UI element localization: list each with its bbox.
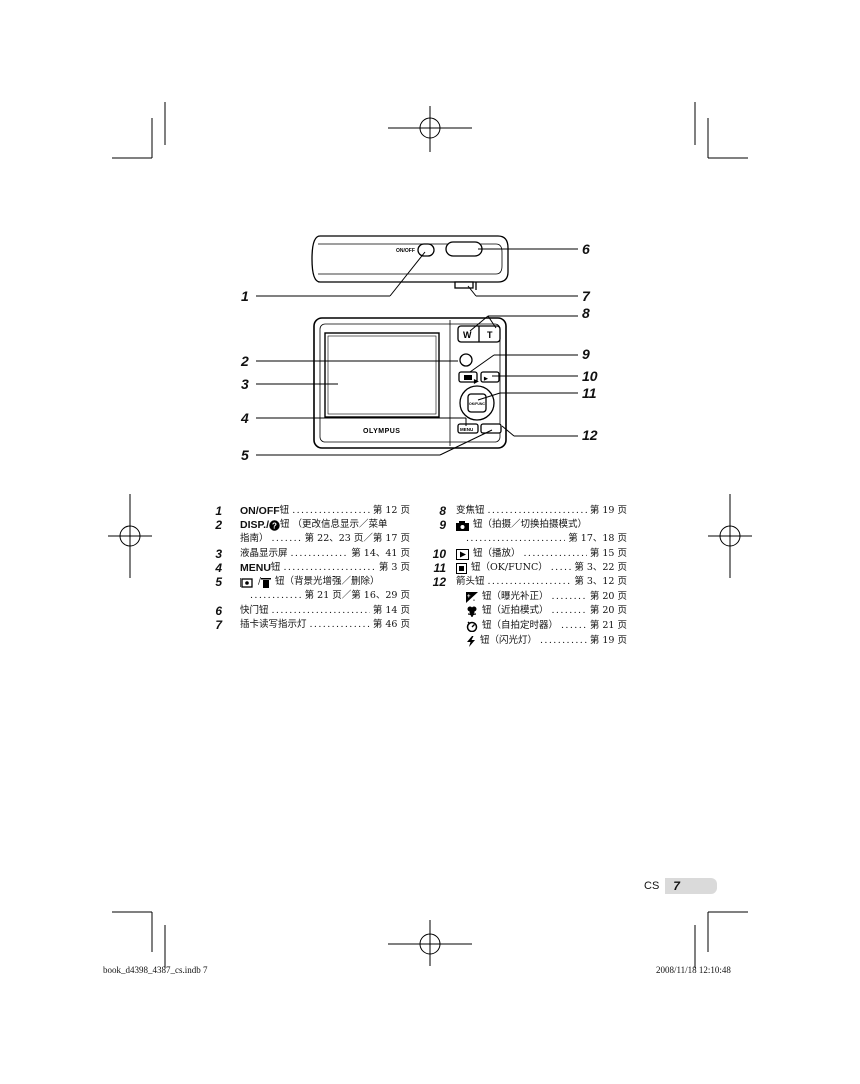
brand-logo: OLYMPUS: [363, 428, 400, 435]
list-subitem: +- 钮（曝光补正）第 20 页: [466, 590, 627, 604]
lcd-screen: [324, 332, 440, 418]
camera-label-ok: OK/FUNC: [469, 402, 485, 406]
item-number: 8: [439, 504, 446, 518]
flash-icon: [467, 635, 475, 647]
language-code: CS: [644, 880, 660, 892]
ok-func-icon: [456, 562, 467, 574]
item-number: 4: [215, 561, 222, 575]
list-item: 箭头钮第 3、12 页: [456, 575, 627, 589]
list-item: 钮（OK/FUNC）第 3、22 页: [456, 561, 627, 575]
footer-filename: book_d4398_4387_cs.indb 7: [103, 965, 208, 975]
list-subitem: 钮（近拍模式）第 20 页: [466, 604, 627, 618]
camera-label-onoff: ON/OFF: [396, 248, 415, 254]
list-item: ON/OFF 钮 第 12 页: [240, 504, 410, 518]
list-item-continuation: 第 17、18 页: [466, 532, 627, 546]
disp-button-shape: [459, 353, 473, 367]
item-number: 3: [215, 547, 222, 561]
list-item: DISP./ ? 钮 （更改信息显示／菜单: [240, 519, 388, 531]
camera-label-w: W: [463, 330, 472, 340]
svg-text:-: -: [473, 598, 475, 603]
trash-icon: [261, 577, 272, 588]
list-item: 钮（播放）第 15 页: [456, 547, 627, 561]
self-timer-icon: [466, 621, 478, 632]
callout-1: 1: [241, 288, 249, 304]
item-number: 1: [215, 504, 222, 518]
callout-9: 9: [582, 346, 590, 362]
item-number: 7: [215, 618, 222, 632]
callout-3: 3: [241, 376, 249, 392]
item-number: 11: [433, 561, 446, 575]
list-item: / 钮（背景光增强／删除）: [240, 575, 410, 589]
callout-5: 5: [241, 447, 249, 463]
callout-11: 11: [582, 385, 597, 401]
list-item: MENU 钮 第 3 页: [240, 561, 410, 575]
playback-icon: [456, 548, 469, 560]
svg-text:▶: ▶: [473, 378, 479, 385]
callout-4: 4: [241, 410, 249, 426]
callout-12: 12: [582, 427, 598, 443]
callout-2: 2: [241, 353, 249, 369]
list-item-continuation: 指南）第 22、23 页／第 17 页: [240, 532, 410, 546]
list-item-continuation: 第 21 页／第 16、29 页: [250, 589, 410, 603]
list-item: 变焦钮第 19 页: [456, 504, 627, 518]
callout-10: 10: [582, 368, 598, 384]
backlight-boost-icon: [240, 577, 253, 588]
camera-label-menu: MENU: [460, 427, 473, 432]
item-number: 5: [215, 575, 222, 589]
callout-8: 8: [582, 305, 590, 321]
camera-label-t: T: [487, 330, 493, 340]
callout-6: 6: [582, 241, 590, 257]
list-subitem: 钮（自拍定时器）第 21 页: [466, 619, 627, 633]
page-number: 7: [665, 878, 718, 894]
item-number: 12: [432, 575, 446, 589]
item-number: 10: [432, 547, 446, 561]
item-number: 2: [215, 518, 222, 532]
onoff-button-shape: [417, 243, 435, 257]
list-subitem: 钮（闪光灯）第 19 页: [466, 634, 627, 648]
camera-icon: [456, 520, 469, 531]
list-item: 插卡读写指示灯第 46 页: [240, 618, 410, 632]
callout-7: 7: [582, 288, 590, 304]
svg-text:+: +: [467, 594, 471, 600]
svg-text:?: ?: [272, 521, 277, 530]
item-number: 9: [439, 518, 446, 532]
macro-flower-icon: [467, 606, 477, 617]
exposure-compensation-icon: +-: [466, 591, 478, 603]
page-badge: CS 7: [644, 878, 718, 894]
list-item: 钮（拍摄／切换拍摄模式）: [456, 518, 627, 532]
help-icon: ?: [269, 519, 280, 531]
item-number: 6: [215, 604, 222, 618]
footer-datetime: 2008/11/18 12:10:48: [656, 965, 731, 975]
list-item: 液晶显示屏第 14、41 页: [240, 547, 410, 561]
svg-text:▶: ▶: [483, 376, 489, 382]
shutter-button-shape: [445, 241, 483, 257]
list-item: 快门钮第 14 页: [240, 604, 410, 618]
